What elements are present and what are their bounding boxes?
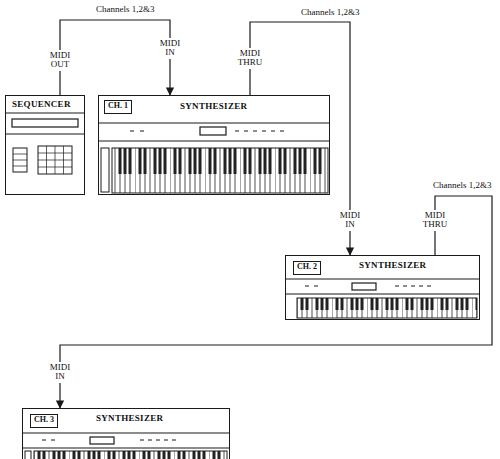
synthesizer-box: SYNTHESIZER CH. 2 bbox=[285, 255, 480, 320]
synthesizer-illustration bbox=[22, 447, 230, 448]
port-label: MIDI THRU bbox=[422, 210, 449, 231]
port-label: MIDI THRU bbox=[237, 48, 264, 69]
synthesizer-illustration bbox=[352, 283, 376, 290]
synthesizer-illustration bbox=[305, 286, 431, 287]
synthesizer-illustration bbox=[101, 148, 109, 192]
synthesizer-illustration bbox=[285, 293, 480, 294]
sequencer-illustration bbox=[38, 146, 72, 174]
sequencer-illustration bbox=[5, 113, 85, 174]
midi-cable bbox=[60, 20, 170, 95]
synthesizer-illustration bbox=[25, 451, 31, 459]
channel-number: CH. 1 bbox=[107, 102, 129, 111]
synthesizer-illustration bbox=[130, 131, 284, 132]
channel-box: CH. 1 bbox=[104, 100, 132, 114]
port-label: MIDI IN bbox=[339, 210, 362, 231]
synthesizer-illustration bbox=[90, 437, 114, 444]
sequencer-illustration bbox=[5, 133, 85, 134]
sequencer-illustration bbox=[5, 112, 85, 113]
channel-number: CH. 2 bbox=[296, 263, 318, 272]
synthesizer-illustration bbox=[98, 140, 330, 141]
sequencer-illustration bbox=[38, 146, 72, 174]
device-name: SYNTHESIZER bbox=[358, 261, 427, 271]
sequencer-illustration bbox=[13, 154, 27, 166]
port-label: MIDI OUT bbox=[49, 50, 72, 71]
sequencer-illustration bbox=[13, 148, 27, 172]
cable-label: Channels 1,2&3 bbox=[432, 180, 493, 190]
channel-number: CH. 3 bbox=[33, 416, 55, 425]
device-name: SYNTHESIZER bbox=[95, 414, 164, 424]
device-name: SYNTHESIZER bbox=[179, 102, 248, 112]
synthesizer-illustration bbox=[34, 451, 227, 459]
midi-cable bbox=[60, 196, 492, 408]
channel-box: CH. 2 bbox=[293, 261, 321, 275]
device-name: SEQUENCER bbox=[11, 100, 72, 110]
port-label: MIDI IN bbox=[159, 38, 182, 59]
synthesizer-box: SYNTHESIZER CH. 1 bbox=[98, 95, 330, 195]
synthesizer-illustration bbox=[42, 440, 176, 441]
synthesizer-box: SYNTHESIZER CH. 3 bbox=[22, 408, 230, 459]
synthesizer-illustration bbox=[98, 123, 330, 193]
cable-label: Channels 1,2&3 bbox=[300, 7, 361, 17]
synthesizer-illustration bbox=[98, 122, 330, 123]
port-label: MIDI IN bbox=[49, 362, 72, 383]
synthesizer-illustration bbox=[22, 432, 230, 433]
synthesizer-illustration bbox=[285, 278, 480, 279]
cable-label: Channels 1,2&3 bbox=[95, 4, 156, 14]
synthesizer-illustration bbox=[112, 148, 328, 193]
synthesizer-illustration bbox=[285, 279, 480, 318]
sequencer-illustration bbox=[12, 119, 78, 127]
synthesizer-illustration bbox=[200, 127, 226, 135]
sequencer-box: SEQUENCER bbox=[5, 95, 85, 195]
midi-cable bbox=[250, 22, 350, 255]
synthesizer-illustration bbox=[22, 433, 230, 459]
synthesizer-illustration bbox=[297, 298, 477, 318]
channel-box: CH. 3 bbox=[30, 414, 58, 428]
